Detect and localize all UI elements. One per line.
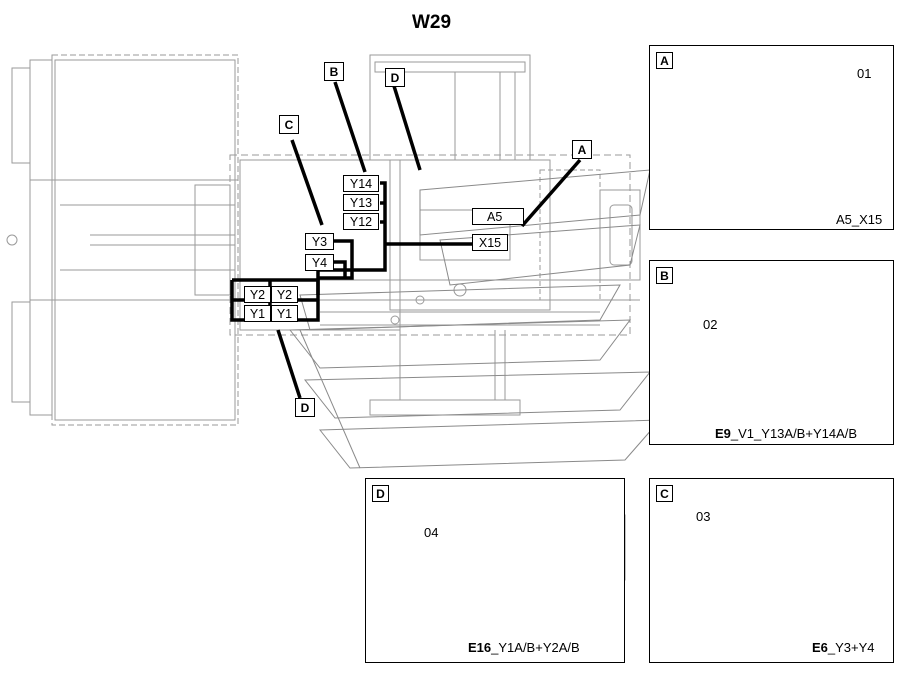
- panel-c-caption-code: E6: [812, 640, 828, 655]
- panel-d-caption-code: E16: [468, 640, 492, 655]
- panel-b-caption-code: E9: [715, 426, 731, 441]
- panel-d-caption-text: _Y1A/B+Y2A/B: [491, 640, 580, 655]
- connector-a5: A5: [472, 208, 524, 225]
- connector-y1-right: Y1: [271, 305, 298, 322]
- detail-panel-b: B 02 E9_V1_Y13A/B+Y14A/B: [649, 260, 894, 445]
- connector-y2-left: Y2: [244, 286, 271, 303]
- panel-b-caption: E9_V1_Y13A/B+Y14A/B: [715, 426, 857, 441]
- connector-y3: Y3: [305, 233, 334, 250]
- panel-d-caption: E16_Y1A/B+Y2A/B: [468, 640, 580, 655]
- panel-d-part-number: 04: [424, 525, 439, 540]
- callout-d-bottom: D: [295, 398, 315, 417]
- panel-a-letter: A: [656, 52, 673, 69]
- panel-a-part-number: 01: [857, 66, 872, 81]
- panel-c-caption-text: _Y3+Y4: [827, 640, 875, 655]
- panel-c-letter: C: [656, 485, 673, 502]
- callout-b: B: [324, 62, 344, 81]
- callout-c: C: [279, 115, 299, 134]
- panel-c-part-number: 03: [696, 509, 711, 524]
- panel-a-caption-text: A5_X15: [836, 212, 883, 227]
- detail-panel-d: D 04 E16_Y1A/B+Y2A/B: [365, 478, 625, 663]
- panel-b-part-number: 02: [703, 317, 718, 332]
- connector-y14: Y14: [343, 175, 379, 192]
- connector-y1-left: Y1: [244, 305, 271, 322]
- callout-d-top: D: [385, 68, 405, 87]
- panel-c-caption: E6_Y3+Y4: [812, 640, 875, 655]
- panel-a-caption: A5_X15: [836, 212, 882, 227]
- connector-y4: Y4: [305, 254, 334, 271]
- detail-panel-a: A 01 A5_X15: [649, 45, 894, 230]
- panel-b-caption-text: _V1_Y13A/B+Y14A/B: [730, 426, 858, 441]
- callout-a: A: [572, 140, 592, 159]
- connector-x15: X15: [472, 234, 508, 251]
- connector-y2-right: Y2: [271, 286, 298, 303]
- panel-d-letter: D: [372, 485, 389, 502]
- connector-y13: Y13: [343, 194, 379, 211]
- diagram-title: W29: [412, 12, 452, 33]
- connector-y12: Y12: [343, 213, 379, 230]
- detail-panel-c: C 03 E6_Y3+Y4: [649, 478, 894, 663]
- panel-b-letter: B: [656, 267, 673, 284]
